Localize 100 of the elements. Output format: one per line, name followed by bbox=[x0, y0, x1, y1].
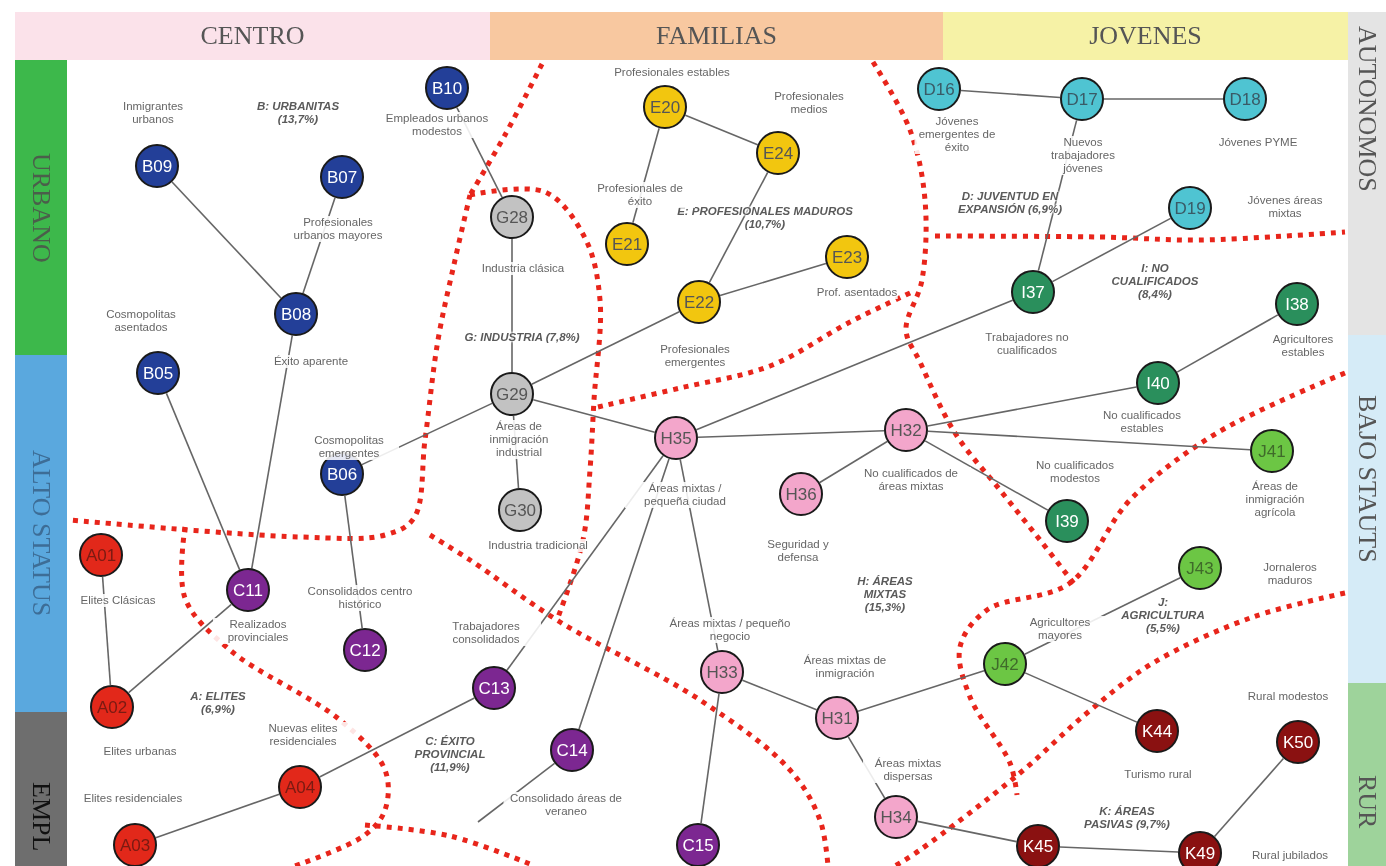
band-label: EMPL bbox=[26, 782, 56, 852]
segment-code: B05 bbox=[142, 364, 174, 382]
node-caption: Rural modestos bbox=[1247, 690, 1329, 703]
node-caption: Elites urbanas bbox=[103, 745, 177, 758]
connector-line bbox=[719, 262, 827, 297]
segment-code: D16 bbox=[923, 80, 955, 98]
segment-code: H32 bbox=[890, 421, 922, 439]
node-caption: Rural jubilados bbox=[1251, 849, 1329, 862]
segment-code: E20 bbox=[649, 98, 681, 116]
segment-code: H34 bbox=[880, 808, 912, 826]
segment-code: H36 bbox=[785, 485, 817, 503]
segment-code: K44 bbox=[1141, 722, 1173, 740]
connector-line bbox=[165, 392, 241, 571]
band-label: FAMILIAS bbox=[656, 21, 777, 51]
connector-line bbox=[819, 440, 888, 484]
connector-line bbox=[927, 430, 1251, 451]
segment-circle bbox=[676, 823, 720, 866]
connector-line bbox=[1176, 314, 1279, 373]
cluster-label: I: NO CUALIFICADOS (8,4%) bbox=[1110, 262, 1200, 301]
node-caption: Industria clásica bbox=[481, 262, 565, 275]
segment-code: E22 bbox=[683, 293, 715, 311]
node-caption: Industria tradicional bbox=[488, 539, 588, 552]
segment-code: K45 bbox=[1022, 837, 1054, 855]
band-label: JOVENES bbox=[1089, 21, 1202, 51]
header-band bbox=[15, 12, 490, 60]
connector-line bbox=[741, 679, 818, 711]
side-band bbox=[1348, 12, 1386, 335]
segment-code: G29 bbox=[495, 385, 529, 403]
node-caption: Consolidados centro histórico bbox=[305, 585, 415, 611]
connector-line bbox=[154, 793, 281, 839]
connector-line bbox=[318, 697, 476, 778]
connector-line bbox=[1024, 672, 1138, 723]
cluster-label: A: ELITES (6,9%) bbox=[189, 690, 247, 716]
segment-code: B06 bbox=[326, 465, 358, 483]
segment-code: C11 bbox=[233, 581, 263, 599]
segment-code: B07 bbox=[326, 168, 358, 186]
node-caption: Turismo rural bbox=[1124, 768, 1192, 781]
node-caption: Prof. asentados bbox=[816, 286, 898, 299]
connector-line bbox=[127, 603, 233, 694]
segment-code: C12 bbox=[349, 641, 381, 659]
node-caption: Éxito aparente bbox=[273, 355, 349, 368]
connector-line bbox=[101, 576, 112, 686]
segment-code: B09 bbox=[141, 157, 173, 175]
segment-code: K49 bbox=[1184, 844, 1216, 862]
segment-code: G30 bbox=[503, 501, 537, 519]
cluster-label: K: ÁREAS PASIVAS (9,7%) bbox=[1083, 805, 1171, 831]
cluster-label: J: AGRICULTURA (5,5%) bbox=[1120, 596, 1206, 635]
connector-line bbox=[1051, 217, 1172, 283]
segment-code: D18 bbox=[1229, 90, 1261, 108]
segment-code: I38 bbox=[1285, 295, 1309, 313]
segment-code: I37 bbox=[1021, 283, 1045, 301]
connector-line bbox=[530, 310, 681, 386]
connector-line bbox=[926, 386, 1138, 427]
segment-code: H35 bbox=[660, 429, 692, 447]
side-band bbox=[15, 355, 67, 712]
connector-line bbox=[684, 114, 759, 146]
cluster-label: H: ÁREAS MIXTAS (15,3%) bbox=[856, 575, 914, 614]
segment-code: A04 bbox=[284, 778, 316, 796]
segment-code: I40 bbox=[1146, 374, 1170, 392]
node-caption: Profesionales estables bbox=[614, 66, 730, 79]
connector-line bbox=[171, 181, 282, 299]
connector-line bbox=[857, 669, 985, 713]
connector-line bbox=[695, 299, 1014, 431]
segment-code: D19 bbox=[1174, 199, 1206, 217]
segment-code: K50 bbox=[1282, 733, 1314, 751]
connector-line bbox=[1103, 98, 1224, 100]
side-band bbox=[1348, 335, 1386, 683]
connector-line bbox=[700, 693, 720, 824]
segment-code: I39 bbox=[1055, 512, 1079, 530]
segment-code: H33 bbox=[706, 663, 738, 681]
segment-code: C15 bbox=[682, 836, 714, 854]
segment-circle bbox=[1016, 824, 1060, 866]
connector-line bbox=[960, 89, 1061, 99]
segment-code: G28 bbox=[495, 208, 529, 226]
segment-code: B10 bbox=[431, 79, 463, 97]
band-label: AUTONOMOS bbox=[1352, 26, 1382, 192]
side-band bbox=[15, 60, 67, 355]
segment-code: A03 bbox=[119, 836, 151, 854]
connector-line bbox=[1213, 757, 1285, 838]
cluster-label: B: URBANITAS (13,7%) bbox=[255, 100, 341, 126]
segment-code: E21 bbox=[611, 235, 643, 253]
connector-line bbox=[250, 334, 294, 570]
segment-code: J41 bbox=[1258, 442, 1286, 460]
connector-line bbox=[916, 820, 1018, 843]
node-caption: Jóvenes PYME bbox=[1218, 136, 1298, 149]
segment-code: J43 bbox=[1186, 559, 1214, 577]
side-band bbox=[1348, 683, 1386, 866]
segment-code: H31 bbox=[821, 709, 853, 727]
band-label: URBANO bbox=[26, 152, 56, 263]
connector-line bbox=[924, 440, 1049, 511]
header-band bbox=[943, 12, 1348, 60]
cluster-label: C: ÉXITO PROVINCIAL (11,9%) bbox=[413, 735, 487, 774]
segment-code: E24 bbox=[762, 144, 794, 162]
connector-line bbox=[578, 458, 670, 730]
header-band bbox=[490, 12, 943, 60]
band-label: ALTO STATUS bbox=[26, 450, 56, 617]
segment-code: A02 bbox=[96, 698, 128, 716]
band-label: RUR bbox=[1352, 775, 1382, 829]
connector-line bbox=[697, 429, 885, 439]
connector-line bbox=[1059, 846, 1179, 853]
